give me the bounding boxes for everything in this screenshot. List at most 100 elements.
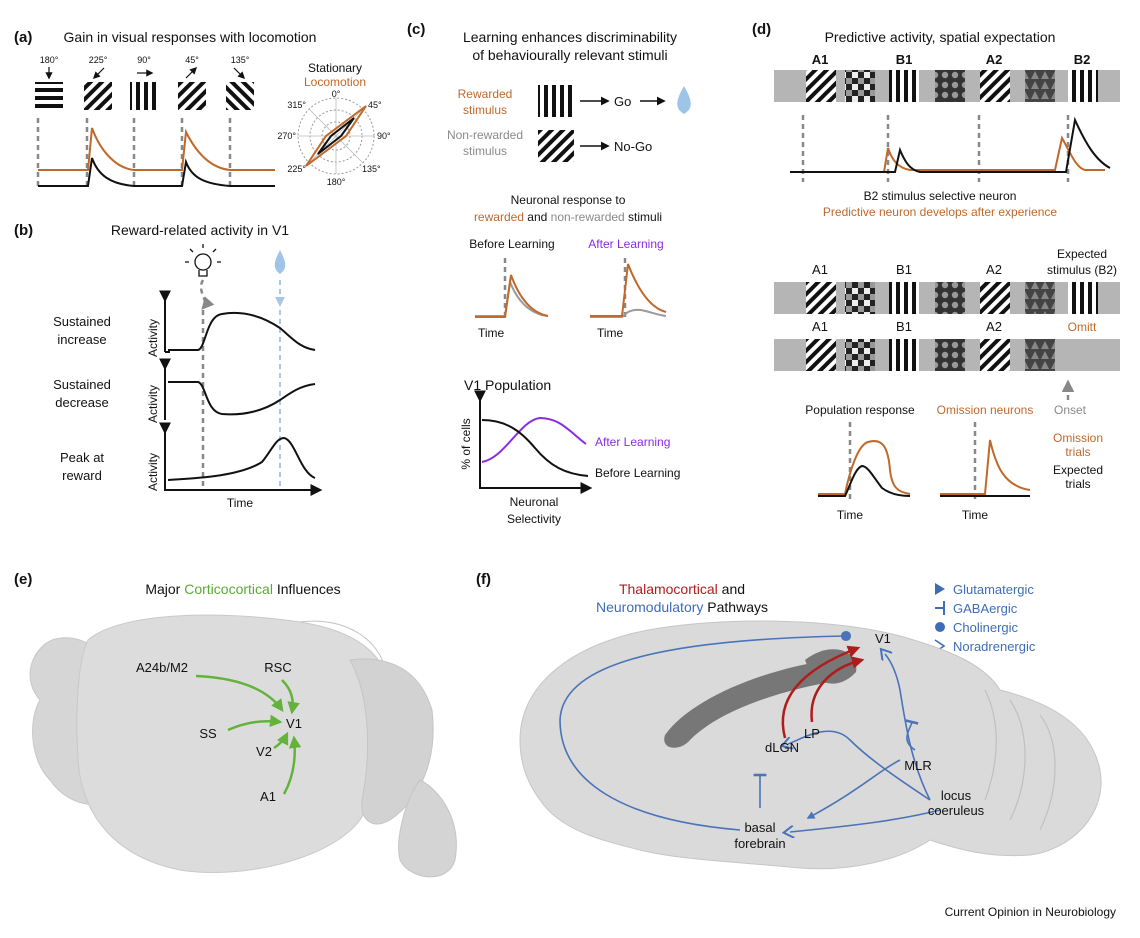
polar-locomotion bbox=[305, 105, 367, 167]
area-v2: V2 bbox=[256, 744, 272, 759]
neuronal-response-title: Neuronal response to bbox=[511, 193, 626, 207]
grating-135 bbox=[226, 82, 254, 110]
grating-180 bbox=[35, 82, 63, 110]
stimulus-onset-lines bbox=[36, 118, 232, 190]
region-mlr: MLR bbox=[904, 758, 931, 773]
after-learning-curve bbox=[481, 416, 587, 463]
b-axes bbox=[159, 290, 323, 496]
polar-tick: 45° bbox=[368, 100, 382, 110]
lightbulb-icon bbox=[185, 244, 221, 277]
before-time-label: Time bbox=[478, 326, 505, 340]
panel-e-title: Major Corticocortical Influences bbox=[145, 581, 340, 597]
thalamocortical-arrows bbox=[781, 645, 865, 739]
expected-trials-label: trials bbox=[1065, 477, 1090, 491]
rewarded-grating bbox=[538, 85, 574, 117]
panel-a-title: Gain in visual responses with locomotion bbox=[64, 29, 317, 45]
neuronal-response-subtitle: rewarded and non-rewarded stimuli bbox=[474, 210, 662, 224]
title-and: and bbox=[718, 581, 745, 597]
corridor-label: A2 bbox=[986, 319, 1002, 334]
corridor-label: B1 bbox=[896, 262, 912, 277]
journal-credit: Current Opinion in Neurobiology bbox=[945, 905, 1116, 919]
rewarded-label: Rewarded bbox=[458, 87, 513, 101]
row-label: reward bbox=[62, 468, 102, 483]
direction-arrows bbox=[45, 66, 246, 80]
legend-noradrenergic: Noradrenergic bbox=[953, 639, 1036, 654]
row-label: Peak at bbox=[60, 450, 104, 465]
region-dlgn: dLGN bbox=[765, 740, 799, 755]
b-ylabel: Activity bbox=[146, 319, 160, 357]
polar-tick-labels: 0° 45° 90° 135° 180° 225° 270° 315° bbox=[277, 89, 391, 187]
row-label: Sustained bbox=[53, 377, 111, 392]
panel-e: (e) Major Corticocortical Influences A24… bbox=[14, 571, 457, 878]
panel-f-title-line2: Neuromodulatory Pathways bbox=[596, 599, 768, 615]
nonrewarded-grating bbox=[538, 130, 574, 162]
d-time-label: Time bbox=[837, 508, 864, 522]
omission-trials-label: trials bbox=[1065, 445, 1090, 459]
panel-b-title: Reward-related activity in V1 bbox=[111, 222, 289, 238]
v1-population-title: V1 Population bbox=[464, 377, 551, 393]
panel-label-f: (f) bbox=[476, 571, 491, 588]
d-caption-2: Predictive neuron develops after experie… bbox=[823, 205, 1057, 219]
locomotion-trace bbox=[38, 127, 275, 171]
rewarded-word: rewarded bbox=[474, 210, 524, 224]
panel-c: (c) Learning enhances discriminability o… bbox=[407, 21, 691, 526]
population-xlabel: Neuronal bbox=[510, 495, 559, 509]
panel-label-d: (d) bbox=[752, 21, 771, 38]
angle-label: 90° bbox=[137, 55, 151, 65]
angle-label: 180° bbox=[40, 55, 59, 65]
panel-label-b: (b) bbox=[14, 222, 33, 239]
d-caption-1: B2 stimulus selective neuron bbox=[864, 189, 1017, 203]
area-a24b-m2: A24b/M2 bbox=[136, 660, 188, 675]
sustained-increase-trace bbox=[168, 312, 316, 351]
panel-label-a: (a) bbox=[14, 29, 32, 46]
omitt-label: Omitt bbox=[1068, 320, 1097, 334]
b-ylabel: Activity bbox=[146, 453, 160, 491]
title-pathways: Pathways bbox=[703, 599, 768, 615]
panel-label-c: (c) bbox=[407, 21, 425, 38]
cholinergic-icon bbox=[935, 622, 945, 632]
grating-225 bbox=[84, 82, 112, 110]
polar-stationary bbox=[317, 117, 355, 155]
population-response-plot bbox=[818, 422, 911, 500]
and-word: and bbox=[524, 210, 551, 224]
legend-locomotion: Locomotion bbox=[304, 75, 366, 89]
legend-gabaergic: GABAergic bbox=[953, 601, 1018, 616]
title-prefix: Major bbox=[145, 581, 184, 597]
polar-tick: 225° bbox=[287, 164, 306, 174]
region-lp: LP bbox=[804, 726, 820, 741]
title-suffix: Influences bbox=[273, 581, 341, 597]
angle-label: 45° bbox=[185, 55, 199, 65]
population-axes bbox=[474, 390, 593, 494]
corticocortical-arrows bbox=[195, 674, 302, 795]
population-xlabel: Selectivity bbox=[507, 512, 561, 526]
stationary-trace bbox=[38, 157, 275, 187]
grating-45 bbox=[178, 82, 206, 110]
expected-stimulus-label: stimulus (B2) bbox=[1047, 263, 1117, 277]
expected-trials-label: Expected bbox=[1053, 463, 1103, 477]
polar-tick: 270° bbox=[277, 131, 296, 141]
region-locus: locus bbox=[941, 788, 972, 803]
predictive-neuron-trace bbox=[790, 135, 1105, 173]
region-coeruleus: coeruleus bbox=[928, 803, 985, 818]
after-learning-plot bbox=[590, 258, 667, 318]
b-xlabel: Time bbox=[227, 496, 254, 510]
before-learning-curve bbox=[481, 419, 589, 477]
area-a1: A1 bbox=[260, 789, 276, 804]
panel-d: (d) Predictive activity, spatial expecta… bbox=[752, 21, 1120, 522]
peak-at-reward-trace bbox=[167, 436, 316, 481]
panel-label-e: (e) bbox=[14, 571, 32, 588]
corridor-top bbox=[774, 70, 1120, 102]
omission-neurons-plot bbox=[940, 422, 1031, 500]
title-corticocortical: Corticocortical bbox=[184, 581, 273, 597]
panel-b: (b) Reward-related activity in V1 Sustai… bbox=[14, 222, 323, 510]
panel-c-title-line1: Learning enhances discriminability bbox=[463, 29, 677, 45]
panel-d-title: Predictive activity, spatial expectation bbox=[825, 29, 1056, 45]
glutamatergic-icon bbox=[935, 583, 945, 595]
panel-a: (a) Gain in visual responses with locomo… bbox=[14, 29, 391, 190]
region-basal: basal bbox=[744, 820, 775, 835]
population-after-label: After Learning bbox=[595, 435, 670, 449]
polar-tick: 180° bbox=[327, 177, 346, 187]
corridor-label: A1 bbox=[812, 262, 828, 277]
expected-stimulus-label: Expected bbox=[1057, 247, 1107, 261]
legend: Glutamatergic GABAergic Cholinergic Nora… bbox=[934, 582, 1036, 654]
